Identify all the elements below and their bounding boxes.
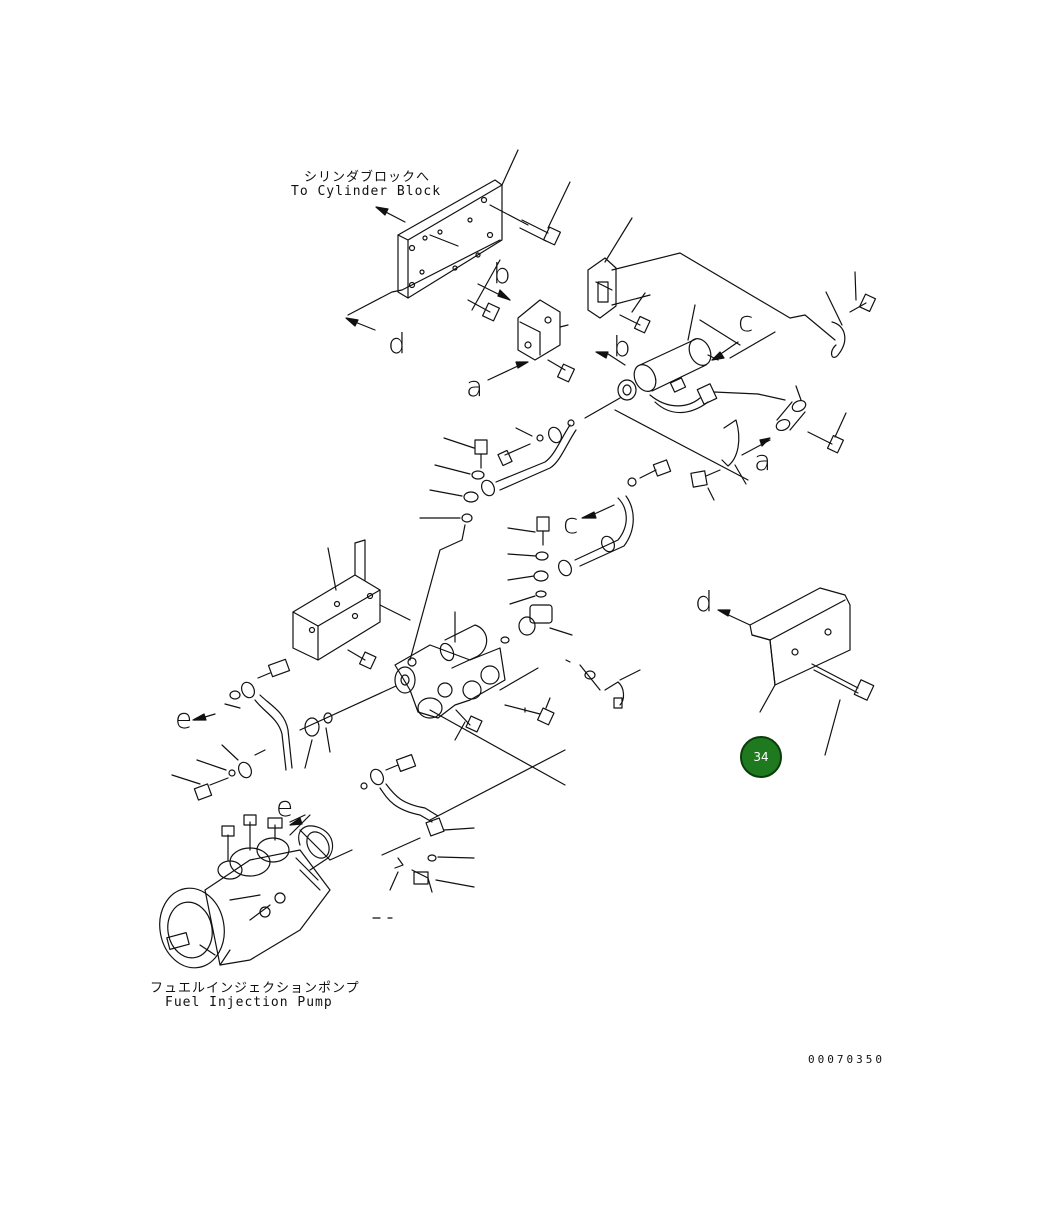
view-marker-d-right: d <box>695 585 713 618</box>
to-cylinder-block-label-en: To Cylinder Block <box>291 184 442 199</box>
cover-bracket-d <box>718 588 874 755</box>
small-bracket-a <box>700 320 770 484</box>
plate-bolt-top <box>490 182 570 245</box>
fuel-injection-pump-label-jp: フュエルインジェクションポンプ <box>150 981 360 996</box>
elbow-fitting <box>580 665 640 708</box>
plate-bolt-b <box>468 284 510 321</box>
view-marker-c-top: c <box>738 305 754 338</box>
fuel-pump-cylinder <box>596 305 738 400</box>
view-marker-b-top: b <box>493 257 511 290</box>
view-marker-e-pump: e <box>276 790 294 823</box>
hose-clip-right <box>826 272 875 357</box>
return-tube-e <box>172 659 332 800</box>
arrow-to-cylinder-block <box>376 207 405 222</box>
page-badge-number: 34 <box>753 750 769 764</box>
view-marker-c-mid: c <box>563 507 579 540</box>
filter-head-block <box>300 612 565 785</box>
fuel-injection-pump <box>154 815 352 973</box>
banjo-bolt-stack-upper <box>410 438 487 660</box>
mounting-plate <box>398 150 518 310</box>
upper-right-guide <box>612 253 835 358</box>
view-marker-a-left: a <box>466 370 484 403</box>
view-marker-e-left: e <box>175 702 193 735</box>
to-cylinder-block-label-jp: シリンダブロックへ <box>304 170 431 185</box>
wire-harness <box>650 378 785 413</box>
view-marker-a-right: a <box>754 444 772 477</box>
view-marker-b-mid: b <box>613 330 631 363</box>
page-badge[interactable]: 34 <box>740 736 782 778</box>
bolt-mid-right <box>691 470 720 500</box>
arrow-d-top <box>346 240 500 330</box>
document-number: 00070350 <box>808 1053 885 1066</box>
spacer-sleeve <box>775 386 846 453</box>
fuel-hose-middle <box>556 460 670 578</box>
dashed-guides <box>525 660 570 712</box>
fuel-injection-pump-label-en: Fuel Injection Pump <box>165 995 333 1010</box>
fuel-hose-upper <box>479 398 748 498</box>
view-marker-d-top: d <box>388 327 406 360</box>
filter-head-bracket <box>293 540 410 669</box>
banjo-bolt-stack-middle <box>508 517 572 635</box>
clamp-bracket <box>488 300 574 382</box>
fuel-tube-lower <box>361 750 565 918</box>
upper-clamp <box>588 218 650 333</box>
